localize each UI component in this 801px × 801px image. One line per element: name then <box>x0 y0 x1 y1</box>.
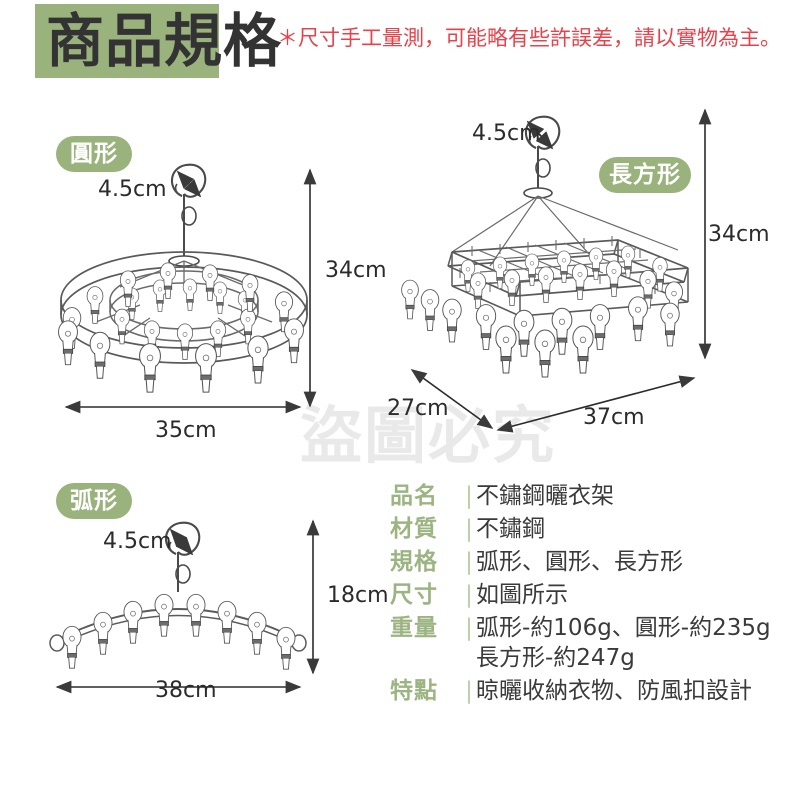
spec-label: 規格 <box>390 549 438 575</box>
circle-width-dimension: 35cm <box>155 418 217 443</box>
spec-value-line-1: 弧形-約106g、圓形-約235g <box>476 615 771 641</box>
page-title: 商品規格 <box>46 7 283 75</box>
spec-row-size: 尺寸 | 如圖所示 <box>390 580 790 610</box>
spec-divider: | <box>465 516 473 542</box>
spec-label: 特點 <box>390 678 438 704</box>
page-title-band <box>35 4 219 78</box>
spec-value-multiline: 弧形-約106g、圓形-約235g 長方形-約247g <box>476 613 790 673</box>
spec-label: 尺寸 <box>390 582 438 608</box>
spec-row-product-name: 品名 | 不鏽鋼曬衣架 <box>390 481 790 511</box>
spec-row-weight: 重量 | 弧形-約106g、圓形-約235g 長方形-約247g <box>390 613 790 673</box>
spec-label: 重量 <box>390 615 438 641</box>
arc-width-dimension: 38cm <box>155 678 217 703</box>
spec-row-features: 特點 | 晾曬收納衣物、防風扣設計 <box>390 676 790 706</box>
spec-row-variants: 規格 | 弧形、圓形、長方形 <box>390 547 790 577</box>
spec-value: 如圖所示 <box>476 582 568 608</box>
shape-badge-circle: 圓形 <box>56 136 132 172</box>
measurement-disclaimer: ＊尺寸手工量測，可能略有些許誤差，請以實物為主。 <box>277 26 781 50</box>
rectangle-height-dimension: 34cm <box>708 222 770 247</box>
spec-value: 不鏽鋼曬衣架 <box>476 483 614 509</box>
spec-divider: | <box>465 582 473 608</box>
circle-hook-dimension: 4.5cm <box>98 177 167 202</box>
spec-value: 不鏽鋼 <box>476 516 545 542</box>
spec-divider: | <box>465 615 473 641</box>
spec-divider: | <box>465 549 473 575</box>
spec-label: 品名 <box>390 483 438 509</box>
spec-value: 弧形、圓形、長方形 <box>476 549 683 575</box>
specification-table: 品名 | 不鏽鋼曬衣架 材質 | 不鏽鋼 規格 | 弧形、圓形、長方形 尺寸 |… <box>390 481 790 709</box>
spec-divider: | <box>465 678 473 704</box>
rectangle-depth-dimension: 27cm <box>387 396 449 421</box>
circle-height-dimension: 34cm <box>325 258 387 283</box>
rectangle-hook-dimension: 4.5cm <box>472 121 541 146</box>
shape-badge-rectangle: 長方形 <box>599 157 691 193</box>
spec-row-material: 材質 | 不鏽鋼 <box>390 514 790 544</box>
rectangle-hanger-drawing <box>401 108 712 433</box>
arc-hook-dimension: 4.5cm <box>103 529 172 554</box>
shape-badge-arc: 弧形 <box>56 483 132 519</box>
spec-divider: | <box>465 483 473 509</box>
arc-height-dimension: 18cm <box>327 583 389 608</box>
spec-value-line-2: 長方形-約247g <box>476 645 635 671</box>
arc-hanger-drawing <box>49 519 320 694</box>
rectangle-width-dimension: 37cm <box>583 405 645 430</box>
circle-hanger-drawing <box>58 163 317 414</box>
spec-value: 晾曬收納衣物、防風扣設計 <box>476 678 752 704</box>
spec-label: 材質 <box>390 516 438 542</box>
